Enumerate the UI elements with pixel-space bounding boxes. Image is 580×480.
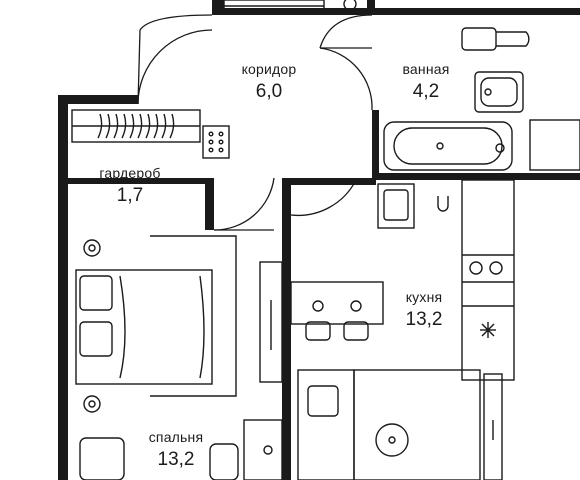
room-area: 13,2	[405, 309, 443, 330]
room-name: коридор	[241, 61, 297, 77]
kitchen-fixtures	[290, 179, 515, 480]
room-label-corridor: коридор 6,0	[233, 62, 305, 101]
electrical-panel	[202, 125, 230, 159]
room-area: 6,0	[255, 81, 283, 102]
room-label-kitchen: кухня 13,2	[394, 290, 454, 329]
room-area: 4,2	[412, 81, 440, 102]
room-area: 1,7	[116, 185, 144, 206]
room-name: гардероб	[99, 165, 161, 181]
room-label-bedroom: спальня 13,2	[140, 430, 212, 469]
entrance-closet	[223, 0, 357, 13]
room-label-wardrobe: гардероб 1,7	[94, 166, 166, 205]
bedroom-fixtures	[75, 235, 283, 480]
wardrobe-hangers	[71, 109, 201, 143]
room-name: ванная	[402, 61, 450, 77]
room-area: 13,2	[157, 449, 195, 470]
room-name: спальня	[148, 429, 204, 445]
doors	[137, 14, 373, 231]
room-label-bathroom: ванная 4,2	[390, 62, 462, 101]
room-name: кухня	[405, 289, 443, 305]
bathroom-fixtures	[383, 27, 580, 171]
